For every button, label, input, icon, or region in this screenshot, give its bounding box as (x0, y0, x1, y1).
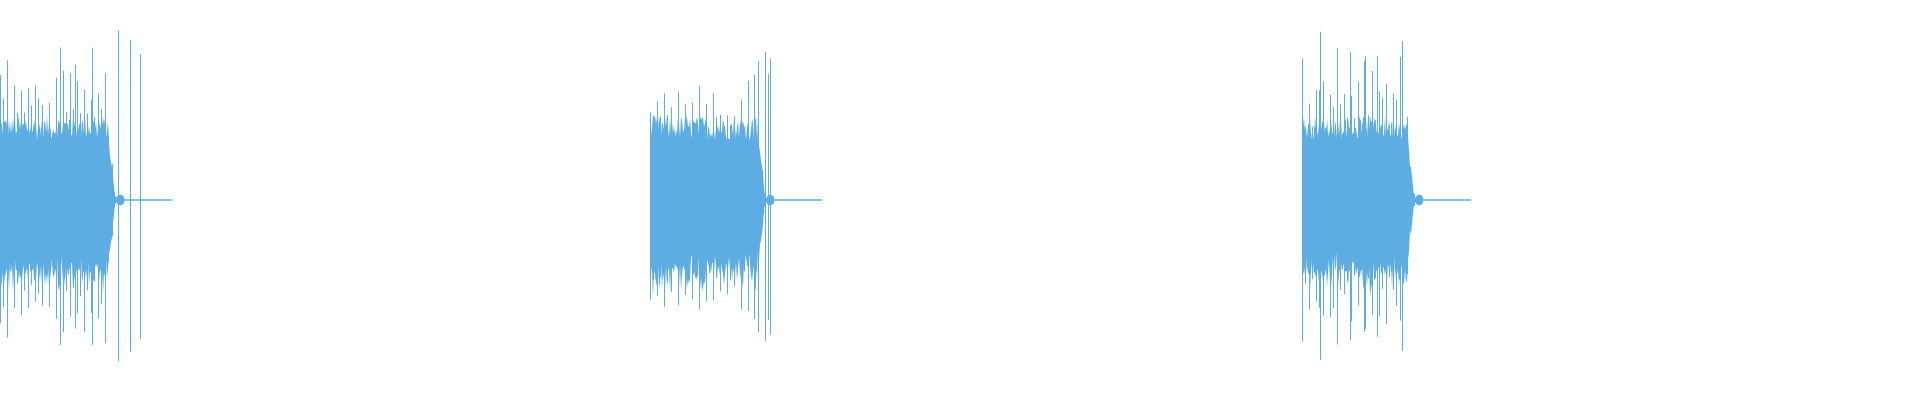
waveform-decay (115, 194, 124, 206)
waveform-spikes (1302, 31, 1415, 360)
waveform-decay (765, 194, 774, 206)
waveform-decay (1414, 194, 1423, 206)
waveform-spikes (650, 51, 771, 341)
waveform-clip-3 (1302, 31, 1471, 360)
waveform-spikes (0, 30, 141, 362)
waveform-clip-1 (0, 30, 172, 362)
waveform-clip-2 (650, 51, 822, 341)
